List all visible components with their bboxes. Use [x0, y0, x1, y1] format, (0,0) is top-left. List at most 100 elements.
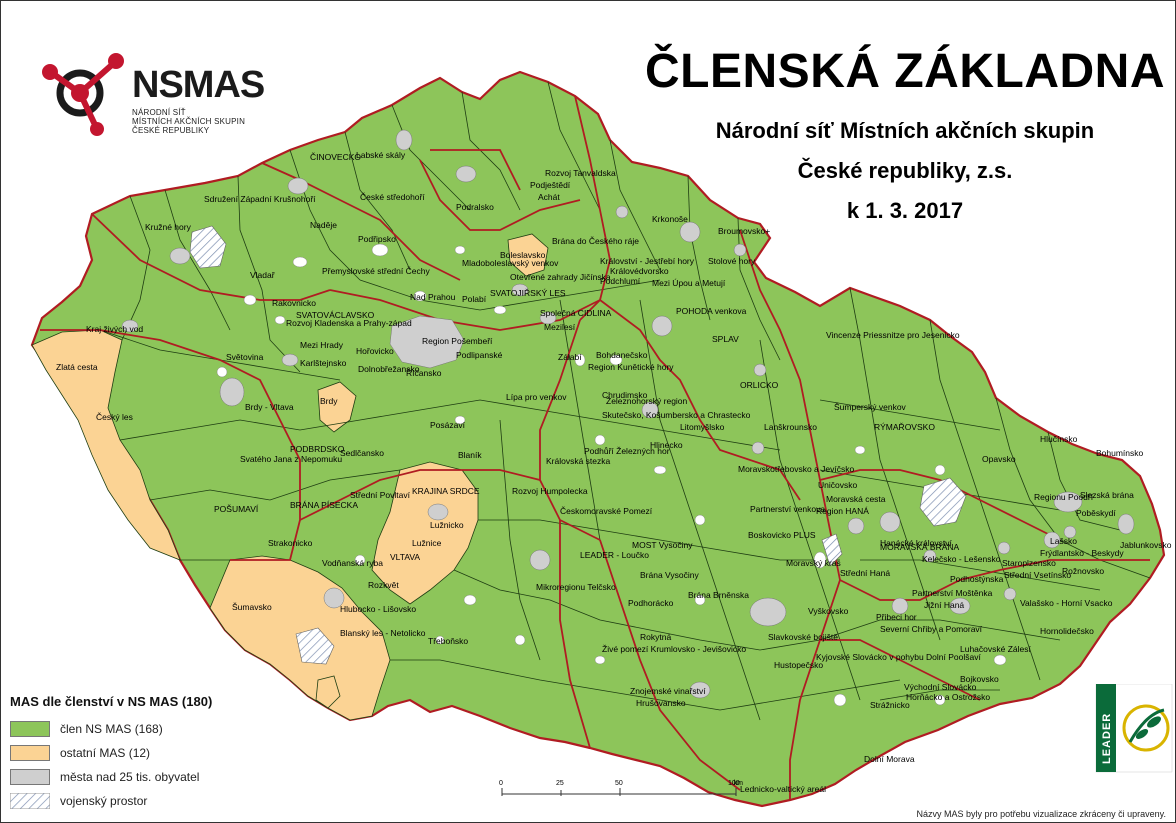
svg-text:Polabí: Polabí — [462, 294, 487, 304]
svg-text:Podřipsko: Podřipsko — [358, 234, 396, 244]
svg-text:Sedlčansko: Sedlčansko — [340, 448, 384, 458]
region-borders — [40, 95, 1150, 800]
svg-text:Mezi Hrady: Mezi Hrady — [300, 340, 344, 350]
logo-line-3: ČESKÉ REPUBLIKY — [132, 126, 210, 135]
svg-text:SPLAV: SPLAV — [712, 334, 739, 344]
svg-text:Podlipanské: Podlipanské — [456, 350, 503, 360]
svg-text:Lužnicko: Lužnicko — [430, 520, 464, 530]
svg-text:MOST Vysočiny: MOST Vysočiny — [632, 540, 693, 550]
svg-text:Lužnice: Lužnice — [412, 538, 442, 548]
svg-text:Region Kunětické hory: Region Kunětické hory — [588, 362, 674, 372]
svg-text:Kelečsko - Lešensko: Kelečsko - Lešensko — [922, 554, 1001, 564]
svg-text:Bohumínsko: Bohumínsko — [1096, 448, 1144, 458]
svg-text:Rozkvět: Rozkvět — [368, 580, 399, 590]
svg-text:Opavsko: Opavsko — [982, 454, 1016, 464]
svg-text:Otevřené zahrady Jičínska: Otevřené zahrady Jičínska — [510, 272, 611, 282]
legend-label: vojenský prostor — [60, 794, 148, 808]
svg-text:Český les: Český les — [96, 412, 133, 422]
svg-text:Brána Brněnska: Brána Brněnska — [688, 590, 749, 600]
scale-tick-100: 100 — [728, 780, 740, 787]
svg-text:Moravskotřebovsko a Jevíčsko: Moravskotřebovsko a Jevíčsko — [738, 464, 854, 474]
svg-text:Střední Haná: Střední Haná — [840, 568, 890, 578]
svg-text:Podhorácko: Podhorácko — [628, 598, 674, 608]
svg-text:Brdy: Brdy — [320, 396, 338, 406]
svg-text:Brdy - Vltava: Brdy - Vltava — [245, 402, 294, 412]
legend-label: města nad 25 tis. obyvatel — [60, 770, 200, 784]
svg-text:Vyškovsko: Vyškovsko — [808, 606, 849, 616]
svg-text:PODBRDSKO: PODBRDSKO — [290, 444, 345, 454]
svg-text:Boleslavsko: Boleslavsko — [500, 250, 546, 260]
svg-text:Broumovsko+: Broumovsko+ — [718, 226, 770, 236]
svg-text:SVATOVÁCLAVSKO: SVATOVÁCLAVSKO — [296, 310, 375, 320]
svg-text:Společná CIDLINA: Společná CIDLINA — [540, 308, 612, 318]
svg-text:BRÁNA PÍSECKA: BRÁNA PÍSECKA — [290, 500, 358, 510]
svg-text:Svatého Jana z Nepomuku: Svatého Jana z Nepomuku — [240, 454, 342, 464]
svg-text:Kružné hory: Kružné hory — [145, 222, 192, 232]
svg-text:Českomoravské Pomezí: Českomoravské Pomezí — [560, 506, 653, 516]
svg-text:Lanškrounsko: Lanškrounsko — [764, 422, 817, 432]
svg-text:Kyjovské Slovácko v pohybu: Kyjovské Slovácko v pohybu — [816, 652, 924, 662]
scale-tick-0: 0 — [499, 780, 503, 787]
svg-text:Rokytná: Rokytná — [640, 632, 671, 642]
legend-title: MAS dle členství v NS MAS (180) — [10, 694, 213, 709]
subtitle-line-2: České republiky, z.s. — [797, 158, 1013, 183]
svg-text:Hustopečsko: Hustopečsko — [774, 660, 823, 670]
legend-label: ostatní MAS (12) — [60, 746, 151, 760]
svg-text:Blanský les - Netolicko: Blanský les - Netolicko — [340, 628, 426, 638]
svg-text:Uničovsko: Uničovsko — [818, 480, 857, 490]
nsmas-molecule-icon — [42, 53, 124, 136]
svg-text:Střední Vsetínsko: Střední Vsetínsko — [1004, 570, 1071, 580]
svg-text:Podhostýnska: Podhostýnska — [950, 574, 1004, 584]
svg-text:Valašsko - Horní Vsacko: Valašsko - Horní Vsacko — [1020, 598, 1113, 608]
svg-text:Krkonoše: Krkonoše — [652, 214, 688, 224]
svg-text:VLTAVA: VLTAVA — [390, 552, 420, 562]
svg-text:Podralsko: Podralsko — [456, 202, 494, 212]
svg-text:KRAJINA SRDCE: KRAJINA SRDCE — [412, 486, 480, 496]
svg-text:Královédvorsko: Královédvorsko — [610, 266, 669, 276]
svg-text:Karlštejnsko: Karlštejnsko — [300, 358, 347, 368]
svg-text:Lípa pro venkov: Lípa pro venkov — [506, 392, 567, 402]
svg-text:Hlučínsko: Hlučínsko — [1040, 434, 1078, 444]
svg-text:Světovina: Světovina — [226, 352, 264, 362]
map-labels: ČINOVECKO Labské skály České středohoří … — [56, 150, 1172, 794]
svg-text:Posázaví: Posázaví — [430, 420, 466, 430]
scale-tick-25: 25 — [556, 780, 564, 787]
svg-text:Dolní Poolšaví: Dolní Poolšaví — [926, 652, 981, 662]
svg-text:Partnerství Moštěnka: Partnerství Moštěnka — [912, 588, 993, 598]
legend-item-other: ostatní MAS (12) — [10, 741, 310, 765]
scale-bar: 0 25 50 100 km — [499, 780, 743, 796]
svg-text:Rožnovsko: Rožnovsko — [1062, 566, 1104, 576]
svg-text:RÝMAŘOVSKO: RÝMAŘOVSKO — [874, 422, 935, 432]
svg-text:Brána do Českého ráje: Brána do Českého ráje — [552, 236, 639, 246]
svg-text:Šumperský venkov: Šumperský venkov — [834, 402, 907, 412]
subtitle-line-1: Národní síť Místních akčních skupin — [715, 118, 1095, 143]
svg-text:Blaník: Blaník — [458, 450, 482, 460]
svg-text:Hlinecko: Hlinecko — [650, 440, 683, 450]
svg-text:Podchlumí: Podchlumí — [600, 276, 641, 286]
svg-text:Východní Slovácko: Východní Slovácko — [904, 682, 977, 692]
legend-swatch-military — [10, 793, 50, 809]
date-line: k 1. 3. 2017 — [846, 198, 964, 223]
svg-text:Strakonicko: Strakonicko — [268, 538, 313, 548]
svg-text:Labské skály: Labské skály — [356, 150, 406, 160]
svg-text:Přibeci hor: Přibeci hor — [876, 612, 917, 622]
mas-boundaries — [99, 81, 1151, 721]
svg-text:ORLICKO: ORLICKO — [740, 380, 779, 390]
leader-text: LEADER — [1101, 713, 1113, 764]
svg-text:Litomyšlsko: Litomyšlsko — [680, 422, 725, 432]
svg-text:Rozvoj Tanvaldska: Rozvoj Tanvaldska — [545, 168, 616, 178]
svg-text:Kraj živých vod: Kraj živých vod — [86, 324, 143, 334]
svg-text:Hlubocko - Lišovsko: Hlubocko - Lišovsko — [340, 604, 416, 614]
svg-text:Podještědí: Podještědí — [530, 180, 571, 190]
svg-text:Moravský kras: Moravský kras — [786, 558, 841, 568]
city-areas — [121, 129, 1135, 699]
nsmas-brand-text: NSMAS — [132, 64, 265, 106]
svg-text:ČINOVECKO: ČINOVECKO — [310, 152, 361, 162]
svg-text:Hornolidečsko: Hornolidečsko — [1040, 626, 1094, 636]
svg-text:Zálabí: Zálabí — [558, 352, 582, 362]
svg-text:Brána Vysočiny: Brána Vysočiny — [640, 570, 699, 580]
svg-text:Severní Chřiby a Pomoraví: Severní Chřiby a Pomoraví — [880, 624, 983, 634]
svg-text:Lašsko: Lašsko — [1050, 536, 1077, 546]
leader-eu-logo-icon: LEADER — [1095, 683, 1173, 773]
svg-text:Region Pošembeří: Region Pošembeří — [422, 336, 493, 346]
